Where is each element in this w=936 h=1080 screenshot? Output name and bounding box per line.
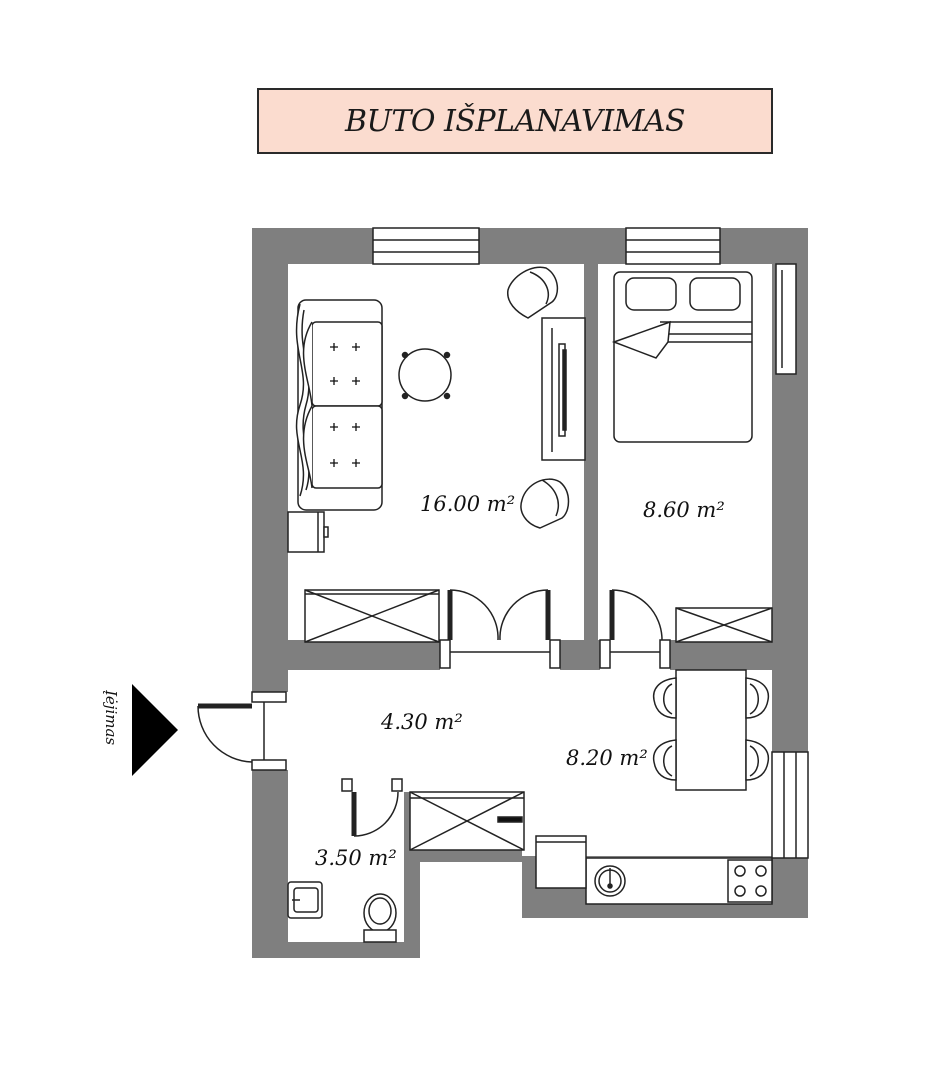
shelf-bedroom — [775, 263, 797, 375]
side-table — [287, 511, 329, 553]
hall-wardrobe — [409, 791, 525, 851]
entrance-label: Įėjimas — [102, 690, 120, 746]
door-opening-entrance — [251, 691, 288, 771]
bathroom-sink — [287, 881, 323, 919]
double-door-living — [447, 589, 551, 641]
plan-title: BUTO IŠPLANAVIMAS — [344, 103, 686, 139]
area-label-bedroom: 8.60 m² — [643, 498, 725, 522]
stove — [727, 859, 773, 903]
sofa-tufting — [330, 343, 360, 467]
bed — [611, 271, 753, 443]
area-label-kitchen: 8.20 m² — [566, 746, 648, 770]
window-kitchen — [771, 751, 809, 859]
toilet — [363, 893, 397, 943]
door-opening-bathroom — [341, 778, 403, 792]
window-bedroom — [625, 227, 721, 265]
area-label-hall: 4.30 m² — [381, 710, 463, 734]
armchair-top — [507, 266, 559, 319]
armchair-bottom — [520, 478, 570, 529]
area-label-living: 16.00 m² — [420, 492, 516, 516]
entrance-arrow-icon — [132, 684, 178, 776]
sofa — [295, 299, 383, 511]
dining-chairs — [652, 677, 770, 781]
plan-title-box: BUTO IŠPLANAVIMAS — [257, 88, 773, 154]
kitchen-sink — [594, 865, 626, 897]
door-entrance — [197, 703, 253, 763]
door-bathroom — [351, 791, 399, 837]
dining-table — [675, 669, 747, 791]
wardrobe-bedroom — [675, 607, 773, 643]
door-bedroom — [609, 589, 663, 641]
door-opening-bedroom — [599, 639, 671, 670]
door-opening-living — [439, 639, 561, 670]
wardrobe-living — [304, 589, 440, 643]
coffee-table — [398, 348, 452, 402]
window-living — [372, 227, 480, 265]
tv-cabinet — [541, 317, 586, 461]
area-label-bathroom: 3.50 m² — [315, 846, 397, 870]
